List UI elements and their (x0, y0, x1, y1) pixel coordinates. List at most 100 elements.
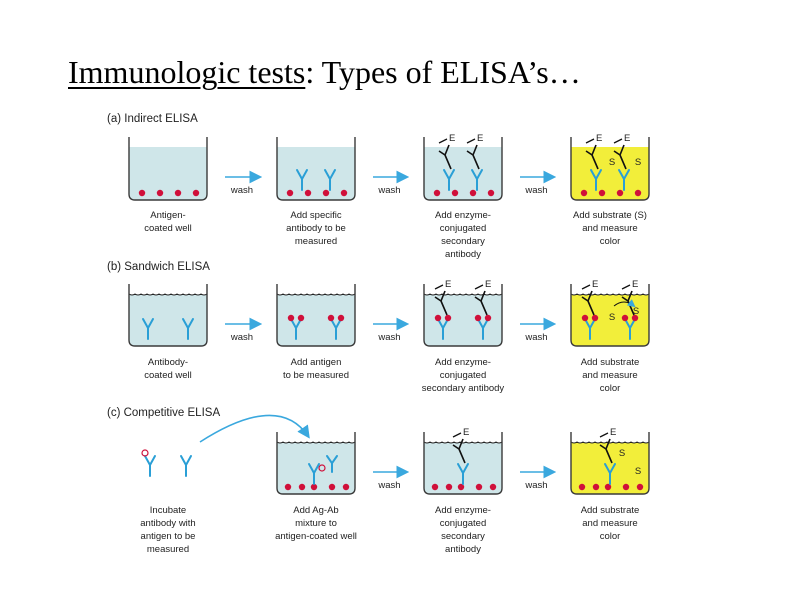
well-liquid (424, 147, 502, 200)
step-caption: Add substrate (S) (573, 210, 647, 221)
secondary-antibody-icon (581, 290, 595, 316)
section-label: (b) Sandwich ELISA (107, 261, 210, 273)
step-caption: coated well (144, 370, 192, 381)
substrate-mark: S (609, 312, 615, 323)
wash-label: wash (230, 185, 253, 196)
step-caption: antibody (445, 544, 481, 555)
antigen-dot (328, 483, 336, 491)
antibody-icon (457, 463, 469, 485)
step-caption: Add enzyme- (435, 357, 491, 368)
antigen-dot (489, 483, 497, 491)
antibody-icon (182, 318, 194, 340)
antigen-dot (484, 314, 492, 322)
enzyme-mark: E (485, 279, 491, 290)
antigen-dot (174, 189, 182, 197)
well-outline (570, 284, 650, 347)
antigen-dot (451, 189, 459, 197)
antigen-dot (138, 189, 146, 197)
section-sandwich: (b) Sandwich ELISA Antibody-coated well Ad… (107, 261, 650, 394)
antibody-icon (618, 169, 630, 191)
antigen-dot (445, 483, 453, 491)
enzyme-mark: E (610, 427, 616, 438)
step-caption: Add Ag-Ab (293, 505, 338, 516)
wash-label: wash (524, 480, 547, 491)
antigen-dot (342, 483, 350, 491)
step-caption: color (600, 236, 621, 247)
antibody-icon (296, 169, 308, 191)
well-liquid (424, 442, 502, 494)
antigen-dot (156, 189, 164, 197)
secondary-antibody-icon (599, 438, 613, 464)
antigen-dot (634, 189, 642, 197)
antigen-dot (581, 314, 589, 322)
step-caption: Antibody- (148, 357, 188, 368)
wash-label: wash (377, 332, 400, 343)
well-liquid (571, 442, 649, 494)
antigen-dot (592, 483, 600, 491)
enzyme-mark: E (592, 279, 598, 290)
antigen-dot (287, 314, 295, 322)
antigen-dot (444, 314, 452, 322)
step-caption: secondary antibody (422, 383, 505, 394)
step-caption: and measure (582, 223, 637, 234)
liquid-surface (570, 293, 650, 296)
step-caption: color (600, 531, 621, 542)
enzyme-link (621, 284, 631, 290)
enzyme-link (474, 284, 484, 290)
liquid-surface (276, 441, 356, 444)
liquid-surface (570, 441, 650, 444)
step-1: Antigen-coated well (128, 137, 208, 234)
step-caption: antibody to be (286, 223, 346, 234)
substrate-mark: S (635, 466, 641, 477)
liquid-surface (128, 293, 208, 296)
wash-label: wash (524, 185, 547, 196)
antibody-icon (144, 455, 156, 477)
antigen-dot (322, 189, 330, 197)
antigen-dot (297, 314, 305, 322)
antibody-icon (590, 169, 602, 191)
antigen-dot (475, 483, 483, 491)
antigen-dot (474, 314, 482, 322)
step-caption: conjugated (440, 518, 486, 529)
step-caption: secondary (441, 531, 485, 542)
step-caption: to be measured (283, 370, 349, 381)
enzyme-link (466, 138, 476, 144)
substrate-mark: S (633, 306, 639, 317)
wash-label: wash (377, 480, 400, 491)
well-outline (276, 432, 356, 495)
enzyme-link (452, 432, 462, 438)
step-caption: color (600, 383, 621, 394)
slide-title-main: Immunologic tests (68, 54, 306, 90)
antigen-dot (337, 314, 345, 322)
enzyme-mark: E (449, 133, 455, 144)
step-caption: and measure (582, 518, 637, 529)
step-caption: conjugated (440, 370, 486, 381)
antigen-dot (631, 314, 639, 322)
antigen-dot (580, 189, 588, 197)
secondary-antibody-icon (466, 144, 480, 170)
step-caption: Incubate (150, 505, 186, 516)
antigen-dot (298, 483, 306, 491)
antibody-icon (142, 318, 154, 340)
secondary-antibody-icon (474, 290, 488, 316)
antigen-dot (304, 189, 312, 197)
step-caption: measured (147, 544, 189, 555)
antibody-icon (324, 169, 336, 191)
liquid-surface (423, 293, 503, 296)
step-caption: coated well (144, 223, 192, 234)
well-outline (276, 137, 356, 201)
step-caption: conjugated (440, 223, 486, 234)
enzyme-mark: E (463, 427, 469, 438)
step-caption: mixture to (295, 518, 337, 529)
antigen-dot (340, 189, 348, 197)
enzyme-mark: E (624, 133, 630, 144)
well-liquid (571, 147, 649, 200)
well-outline (128, 137, 208, 201)
enzyme-link (585, 138, 595, 144)
reaction-arrow (613, 299, 636, 308)
transfer-arrow (199, 414, 310, 443)
